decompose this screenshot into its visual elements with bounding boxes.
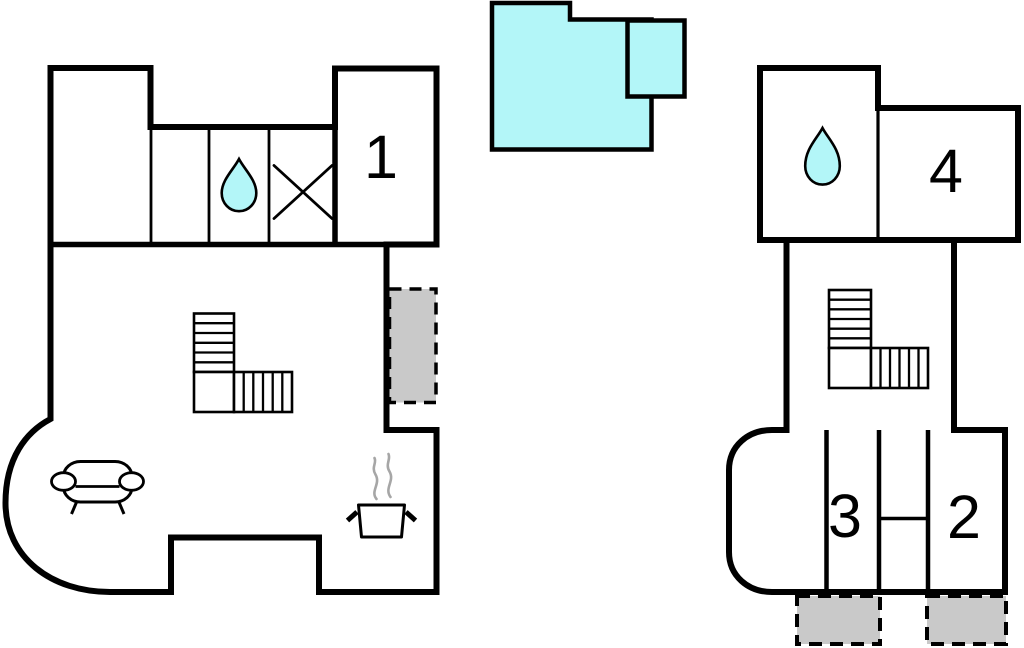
- building-footprint-icon: [489, 0, 687, 152]
- terrace-dashed-area: [387, 287, 438, 405]
- ground-floor-interior-walls: [47, 127, 389, 248]
- upper-floor-interior-walls: [786, 108, 954, 592]
- water-drop-icon: [803, 125, 842, 186]
- staircase-icon: [192, 312, 294, 414]
- upper-floor-plan: 4 3 2: [726, 65, 1021, 646]
- room-2-label: 2: [947, 483, 981, 551]
- room-1-label: 1: [364, 123, 398, 191]
- water-drop-icon: [220, 156, 258, 213]
- sofa-icon: [50, 460, 145, 515]
- cooking-pot-icon: [345, 452, 418, 539]
- upper-floor-outer-walls: [726, 65, 1021, 595]
- staircase-icon: [827, 288, 930, 390]
- shower-cross-icon: [272, 164, 334, 220]
- terrace-dashed-area: [925, 594, 1008, 646]
- room-4-label: 4: [929, 137, 963, 205]
- steam-line: [372, 456, 379, 501]
- footprint-annex-shape: [625, 18, 687, 99]
- steam-line: [386, 452, 393, 499]
- room-3-label: 3: [828, 482, 862, 550]
- terrace-dashed-area: [795, 594, 882, 646]
- ground-floor-plan: 1: [2, 65, 440, 595]
